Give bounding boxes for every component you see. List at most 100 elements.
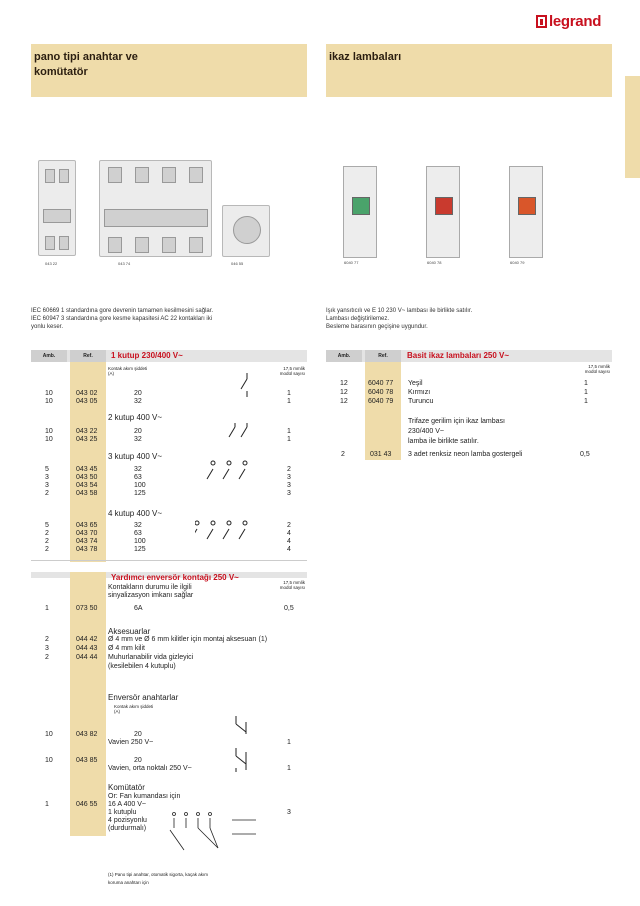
value-cell: 125 [134, 490, 146, 497]
side-tab [625, 76, 640, 178]
value-cell: 63 [134, 530, 142, 537]
ref-cell: 043 65 [76, 522, 98, 529]
text-cell: Muhurlanabilir vida gizleyici [108, 654, 194, 661]
section-title: Yardımcı enversör kontağı 250 V~ [111, 573, 239, 582]
text-cell: Vavien 250 V~ [108, 739, 154, 746]
text-cell: Yeşil [408, 380, 423, 387]
amb-cell: 2 [45, 654, 49, 661]
value-cell: 63 [134, 474, 142, 481]
amb-cell: 10 [45, 731, 53, 738]
text-cell: Ø 4 mm kilit [108, 645, 145, 652]
subsection-title: 2 kutup 400 V~ [108, 413, 163, 422]
product-label: 043 74 [118, 261, 131, 266]
module-cell: 3 [287, 482, 291, 489]
desc-line: IEC 60947 3 standardına gore kesme kapas… [31, 316, 213, 322]
kom-line: 16 A 400 V~ [108, 801, 146, 808]
text-cell: Vavien, orta noktalı 250 V~ [108, 765, 192, 772]
module-cell: 1 [287, 765, 291, 772]
ref-cell: 043 82 [76, 731, 98, 738]
subsection-title: Komütatör [108, 783, 145, 792]
lamp-label: 6040 77 [344, 260, 359, 265]
kom-line: Or: Fan kumandası için [108, 793, 181, 800]
module-cell: 1 [287, 436, 291, 443]
ref-cell: 046 55 [76, 801, 98, 808]
ref-column-bg [70, 362, 106, 562]
section-title: 1 kutup 230/400 V~ [111, 351, 183, 360]
lamp-image-green [343, 166, 377, 258]
logo-mark-icon [536, 15, 547, 28]
lamp-image-orange [509, 166, 543, 258]
amb-cell: 3 [45, 482, 49, 489]
module-cell: 1 [584, 398, 588, 405]
value-cell: 125 [134, 546, 146, 553]
footnote-line: koruma anahtarı için [108, 880, 149, 885]
ref-cell: 044 43 [76, 645, 98, 652]
subsection-title: 3 kutup 400 V~ [108, 452, 163, 461]
tri-line: lamba ile birlikte satılır. [408, 438, 479, 445]
amb-cell: 10 [45, 757, 53, 764]
desc-line: yonlu keser. [31, 324, 64, 330]
module-cell: 2 [287, 522, 291, 529]
ref-cell: 043 25 [76, 436, 98, 443]
current-label: Kontak akım şiddeti (A) [108, 366, 148, 376]
ref-cell: 031 43 [370, 451, 392, 458]
amb-cell: 2 [45, 530, 49, 537]
ref-cell: 043 45 [76, 466, 98, 473]
ref-cell: 043 54 [76, 482, 98, 489]
amb-cell: 5 [45, 522, 49, 529]
ref-cell: 043 50 [76, 474, 98, 481]
amb-cell: 12 [340, 398, 348, 405]
current-label: Kontak akım şiddeti (A) [114, 704, 154, 714]
subsection-title: 4 kutup 400 V~ [108, 509, 163, 518]
ref-column-bg [365, 362, 401, 460]
right-title-text: ikaz lambaları [329, 51, 402, 63]
lamp-image-red [426, 166, 460, 258]
value-cell: 20 [134, 428, 142, 435]
desc-line: Kontakların durumu ile ilgili [108, 584, 192, 591]
right-section-title: ikaz lambaları [326, 44, 612, 97]
amb-cell: 10 [45, 428, 53, 435]
module-cell: 1 [287, 390, 291, 397]
product-image-046-55 [222, 205, 270, 257]
ref-cell: 044 42 [76, 636, 98, 643]
kom-line: 4 pozisyonlu [108, 817, 147, 824]
value-cell: 100 [134, 482, 146, 489]
amb-cell: 3 [45, 474, 49, 481]
tri-line: Trifaze gerilim için ikaz lambası [408, 418, 505, 425]
ref-cell: 6040 77 [368, 380, 394, 387]
desc-line: IEC 60669 1 standardına gore devrenin ta… [31, 308, 214, 314]
value-cell: 20 [134, 390, 142, 397]
module-cell: 1 [287, 428, 291, 435]
amb-cell: 12 [340, 380, 348, 387]
subsection-title: Enversör anahtarlar [108, 693, 179, 702]
module-cell: 2 [287, 466, 291, 473]
ref-cell: 043 74 [76, 538, 98, 545]
ref-cell: 043 70 [76, 530, 98, 537]
ref-cell: 6040 79 [368, 398, 394, 405]
lamp-label: 6040 79 [510, 260, 525, 265]
amb-cell: 10 [45, 390, 53, 397]
text-cell: Turuncu [408, 398, 434, 405]
table-header-bar [31, 572, 307, 578]
text-cell: Kırmızı [408, 389, 431, 396]
ref-cell: 043 58 [76, 490, 98, 497]
note-text: (kesilebilen 4 kutuplu) [108, 663, 176, 670]
value-cell: 32 [134, 436, 142, 443]
ref-cell: 073 50 [76, 605, 98, 612]
amb-cell: 2 [45, 636, 49, 643]
left-section-title: pano tipi anahtar ve komütatör [31, 44, 307, 97]
module-cell: 1 [584, 380, 588, 387]
value-cell: 100 [134, 538, 146, 545]
subsection-title: Aksesuarlar [108, 627, 151, 636]
brand-name: legrand [549, 13, 602, 30]
lamp-label: 6040 78 [427, 260, 442, 265]
switch-schematic-icon [195, 373, 248, 540]
section-title: Basit ikaz lambaları 250 V~ [407, 351, 510, 360]
commutator-schematic-icon [169, 812, 256, 851]
amb-cell: 2 [45, 546, 49, 553]
amb-cell: 2 [341, 451, 345, 458]
ref-cell: 043 22 [76, 428, 98, 435]
col-header-ref: Ref. [365, 350, 401, 362]
ref-cell: 043 78 [76, 546, 98, 553]
value-cell: 32 [134, 398, 142, 405]
